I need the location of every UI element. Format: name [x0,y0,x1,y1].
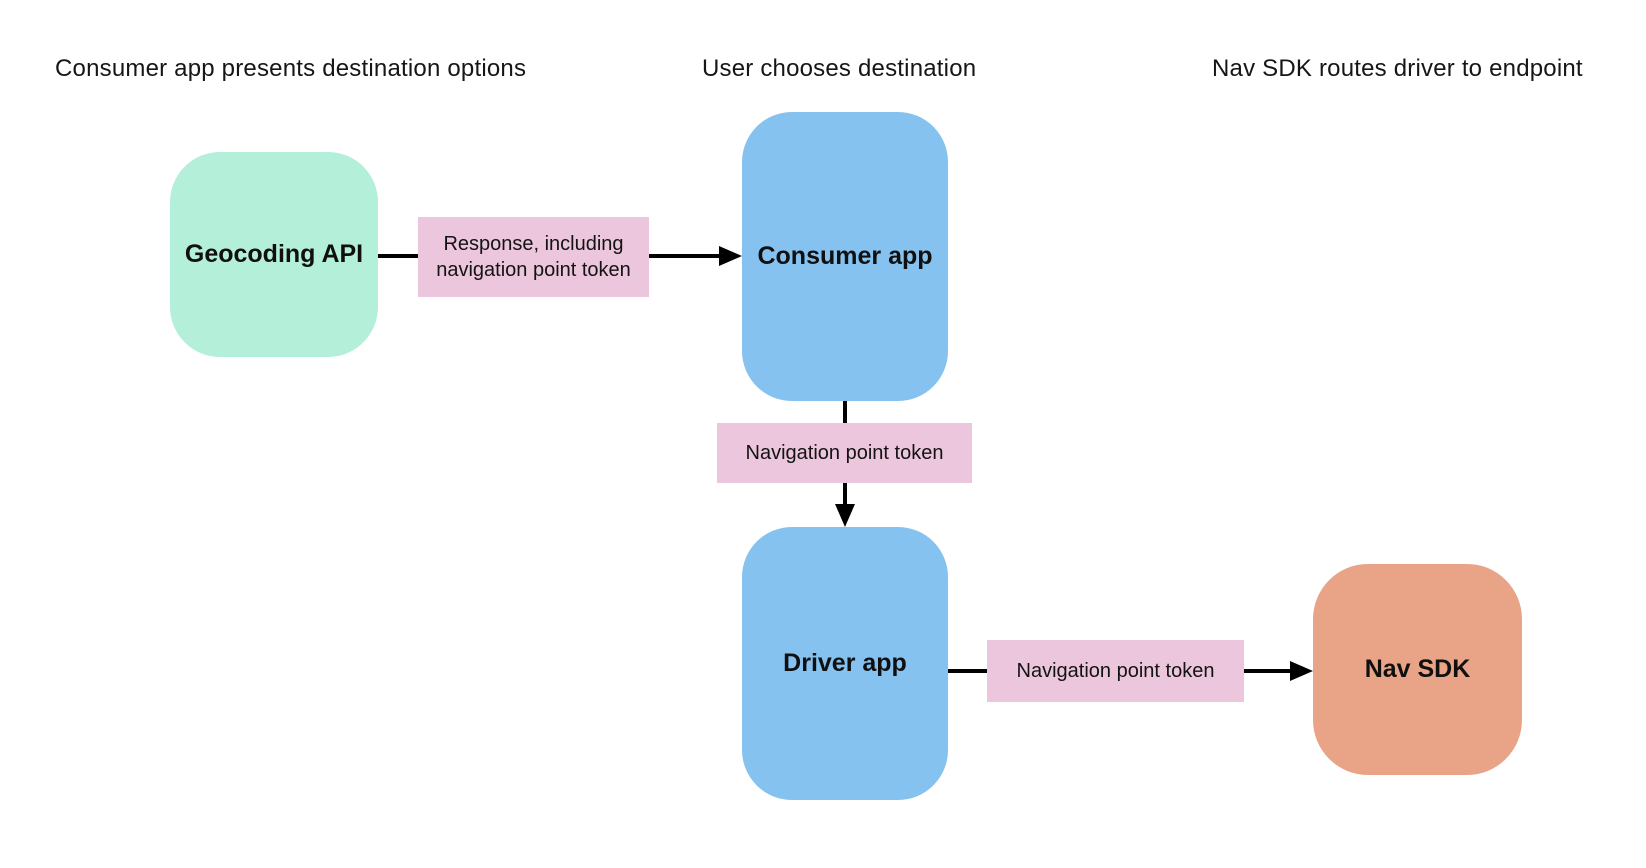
node-consumer-app: Consumer app [742,112,948,401]
edge-label-navigation-point-token-1: Navigation point token [717,423,972,483]
arrow-label-to-navsdk-line [1244,669,1292,673]
node-geocoding-api: Geocoding API [170,152,378,357]
arrowhead-into-driver-icon [835,504,855,527]
node-nav-sdk: Nav SDK [1313,564,1522,775]
arrow-consumer-to-label-line [843,401,847,423]
column-header-consumer-presents: Consumer app presents destination option… [55,55,527,82]
edge-label-response-token: Response, including navigation point tok… [418,217,649,297]
arrow-label-to-consumer-line [649,254,721,258]
node-driver-app: Driver app [742,527,948,800]
arrowhead-into-consumer-icon [719,246,742,266]
arrow-label-to-driver-line [843,483,847,506]
arrow-geocoding-to-label-line [378,254,418,258]
arrow-driver-to-label-line [948,669,987,673]
column-header-user-chooses: User chooses destination [702,55,977,82]
edge-label-navigation-point-token-2: Navigation point token [987,640,1244,702]
arrowhead-into-navsdk-icon [1290,661,1313,681]
column-header-navsdk-routes: Nav SDK routes driver to endpoint [1212,55,1583,82]
